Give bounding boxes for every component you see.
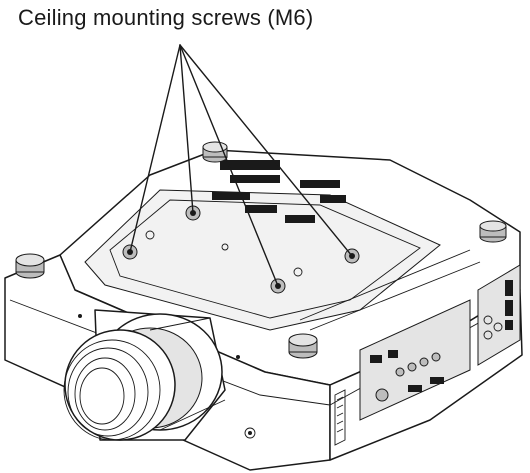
foot-front-left xyxy=(15,253,45,279)
lens xyxy=(63,309,256,441)
figure-caption: Ceiling mounting screws (M6) xyxy=(18,5,314,30)
foot-front-right xyxy=(288,333,318,359)
underside-vents xyxy=(212,160,346,223)
leader-lines xyxy=(129,44,353,287)
io-panel xyxy=(359,264,521,421)
foot-back-right xyxy=(479,220,507,243)
feet xyxy=(15,141,507,359)
side-grille xyxy=(334,389,346,446)
